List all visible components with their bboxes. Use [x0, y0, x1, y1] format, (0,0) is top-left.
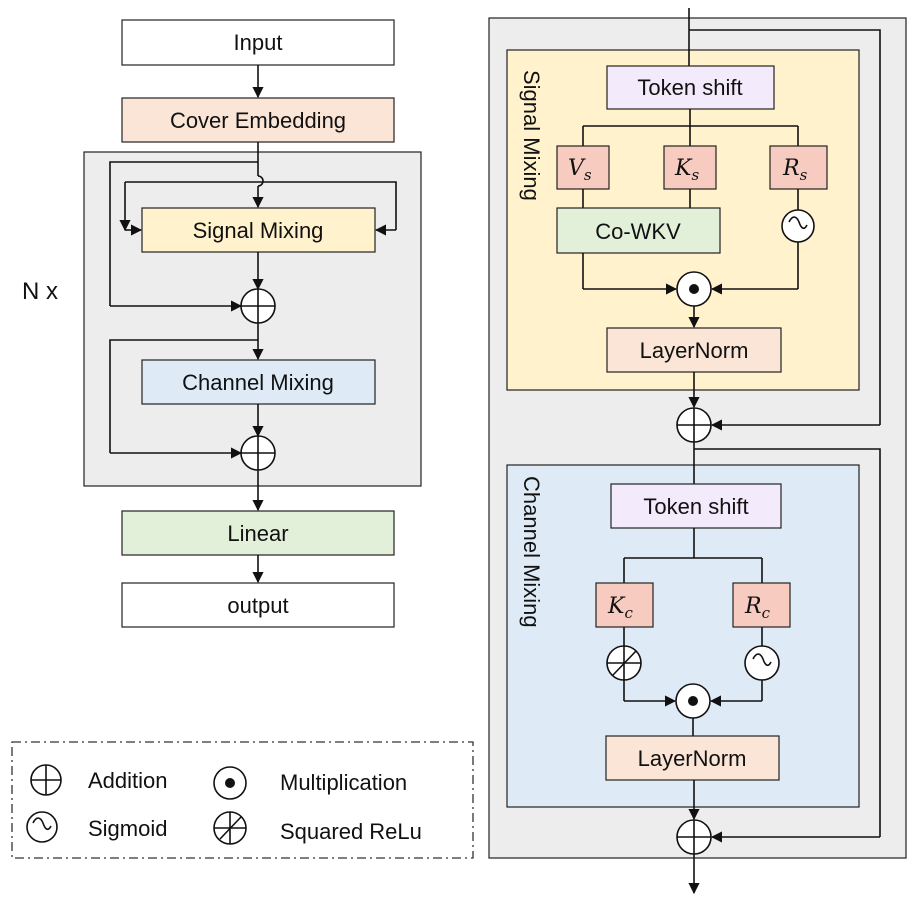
addition-icon [240, 435, 276, 471]
multiplication-icon [676, 271, 712, 307]
multiplication-icon [675, 683, 711, 719]
legend-sigmoid-label: Sigmoid [88, 816, 167, 841]
r-s-label: Rs [782, 156, 808, 184]
input-label: Input [234, 30, 283, 55]
addition-icon [240, 288, 276, 324]
legend-multiplication-label: Multiplication [280, 770, 407, 795]
left-diagram: Input Cover Embedding Signal Mixing Chan… [22, 19, 422, 628]
sigmoid-icon [781, 209, 815, 243]
squared-relu-icon [213, 811, 247, 845]
signal-mixing-section-label: Signal Mixing [519, 70, 544, 201]
legend-border [11, 741, 474, 859]
addition-icon [30, 764, 62, 796]
k-c-label: Kc [607, 594, 633, 622]
linear-label: Linear [227, 521, 288, 546]
layernorm-channel-label: LayerNorm [638, 746, 747, 771]
squared-relu-icon [606, 645, 642, 681]
cover-embedding-label: Cover Embedding [170, 108, 346, 133]
input-box [121, 19, 395, 66]
token-shift-channel-label: Token shift [643, 494, 748, 519]
co-wkv-label: Co-WKV [595, 219, 681, 244]
right-diagram: Signal Mixing Channel Mixing Token shift… [488, 8, 907, 895]
channel-mixing-label: Channel Mixing [182, 370, 334, 395]
linear-box [121, 510, 395, 556]
layernorm-channel-box [605, 735, 780, 781]
addition-icon [676, 407, 712, 443]
v-s-box [556, 145, 610, 190]
multiplication-icon [213, 766, 247, 800]
token-shift-signal-label: Token shift [637, 75, 742, 100]
addition-icon [676, 819, 712, 855]
output-label: output [227, 593, 288, 618]
co-wkv-box [556, 207, 721, 254]
token-shift-channel-box [610, 483, 782, 529]
channel-mixing-section-label: Channel Mixing [519, 476, 544, 628]
legend-addition-label: Addition [88, 768, 168, 793]
r-c-label: Rc [744, 594, 771, 622]
sigmoid-icon [26, 811, 58, 843]
signal-mixing-label: Signal Mixing [193, 218, 324, 243]
sigmoid-icon [744, 645, 780, 681]
output-box [121, 582, 395, 628]
k-s-label: Ks [674, 156, 699, 184]
legend-squared-relu-label: Squared ReLu [280, 819, 422, 844]
v-s-label: Vs [568, 156, 592, 184]
layernorm-signal-label: LayerNorm [640, 338, 749, 363]
legend: Addition Multiplication Sigmoid Squared … [11, 741, 474, 859]
r-c-box [732, 582, 791, 628]
k-c-box [595, 582, 654, 628]
repeat-label: N x [22, 278, 58, 305]
